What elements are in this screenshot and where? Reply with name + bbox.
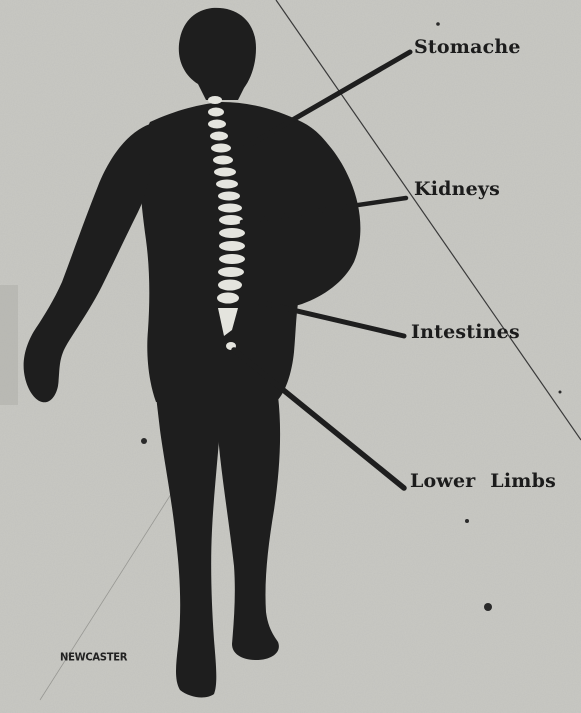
label-lower-limbs: Lower Limbs bbox=[410, 470, 556, 492]
artist-credit: NEWCASTER bbox=[60, 651, 127, 663]
label-intestines: Intestines bbox=[411, 321, 520, 343]
label-stomach: Stomache bbox=[414, 36, 521, 58]
paper-smudge bbox=[0, 285, 18, 405]
label-kidneys: Kidneys bbox=[414, 178, 500, 200]
